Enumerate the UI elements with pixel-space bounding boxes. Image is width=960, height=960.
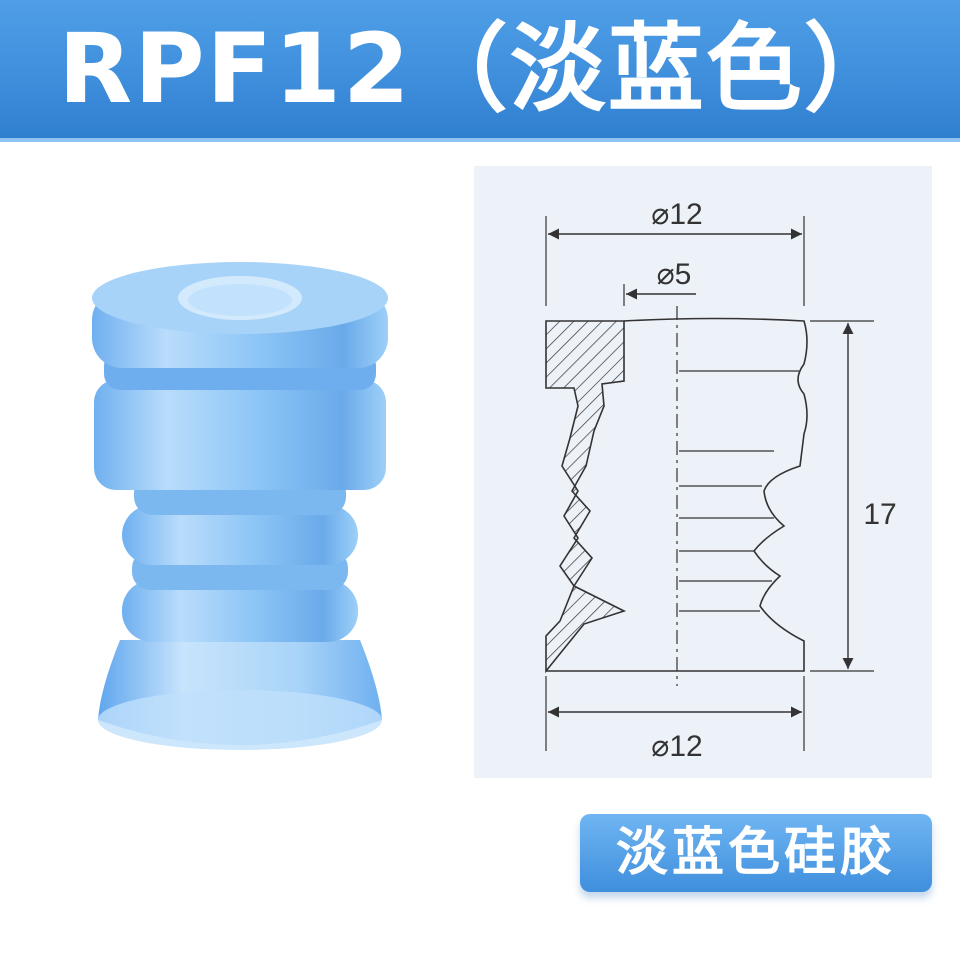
material-badge-background bbox=[580, 814, 932, 892]
suction-cup-image bbox=[60, 250, 420, 770]
title-banner: RPF12（淡蓝色） bbox=[0, 0, 960, 142]
height-label: 17 bbox=[863, 498, 896, 531]
bottom-diameter-label: ⌀12 bbox=[651, 730, 702, 763]
material-label: 淡蓝色硅胶 bbox=[615, 823, 896, 883]
product-title: RPF12（淡蓝色） bbox=[58, 13, 902, 125]
dimension-drawing: ⌀12 ⌀5 17 ⌀12 bbox=[545, 198, 897, 763]
inner-diameter-label: ⌀5 bbox=[657, 258, 692, 291]
top-diameter-label: ⌀12 bbox=[651, 198, 702, 231]
dimension-drawing-panel: ⌀12 ⌀5 17 ⌀12 bbox=[474, 166, 932, 778]
suction-cup-illustration bbox=[92, 262, 388, 750]
material-badge: 淡蓝色硅胶 bbox=[580, 814, 932, 904]
